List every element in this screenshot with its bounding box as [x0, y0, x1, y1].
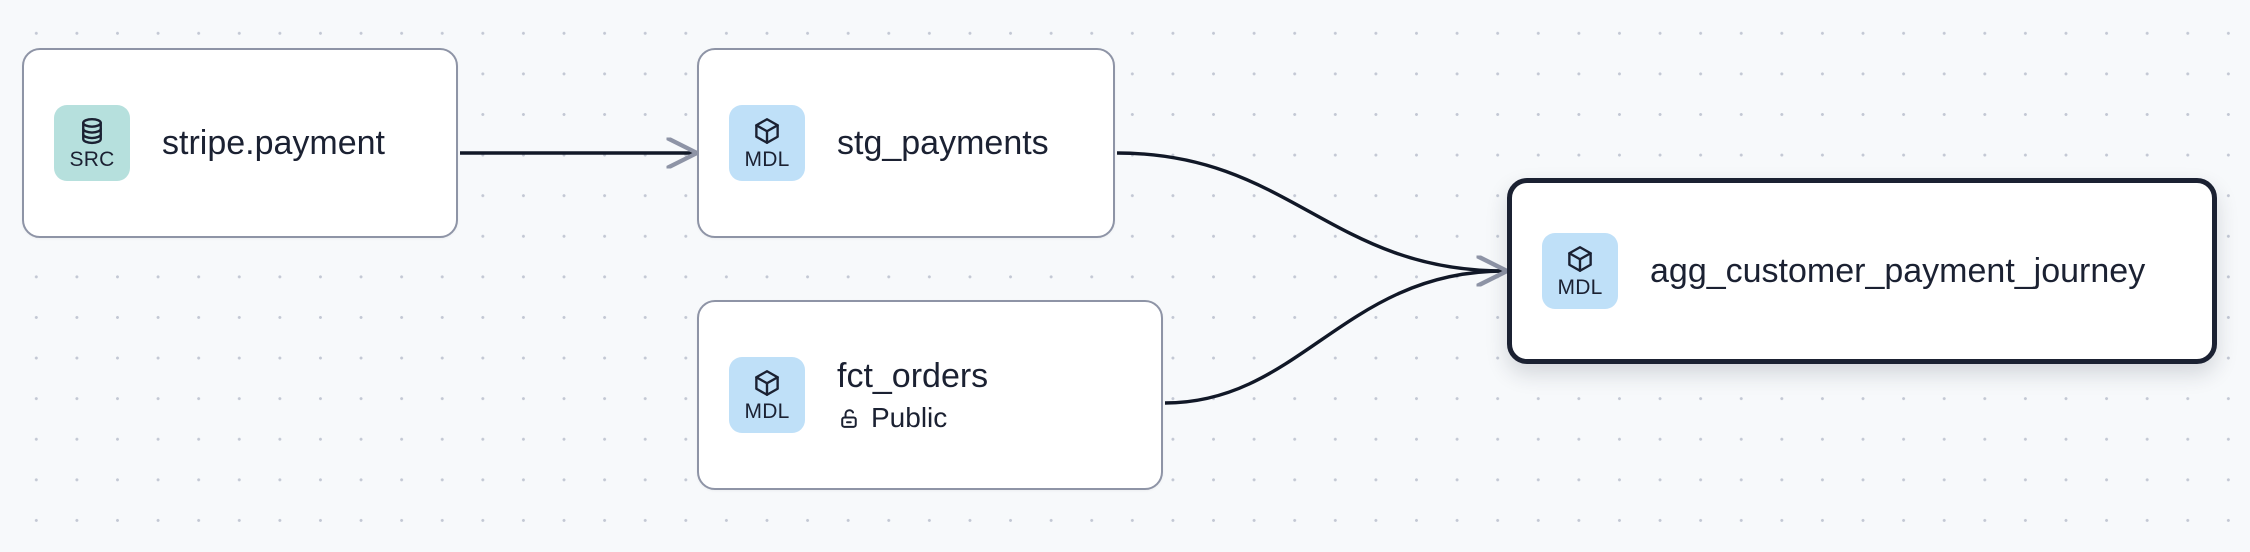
cube-icon [1568, 246, 1592, 272]
lineage-node-agg-customer-payment-journey[interactable]: MDL agg_customer_payment_journey [1507, 178, 2217, 364]
node-visibility-label: Public [871, 402, 948, 433]
node-text-block: fct_orders Public [837, 356, 988, 434]
node-text-block: stg_payments [837, 123, 1049, 163]
edge-stg-to-agg [1116, 151, 1504, 271]
lineage-node-fct-orders[interactable]: MDL fct_orders Public [697, 300, 1163, 490]
node-type-label: SRC [69, 148, 115, 171]
database-icon [82, 117, 102, 145]
cube-icon [755, 370, 779, 396]
node-type-label: MDL [1557, 276, 1603, 299]
cube-icon [755, 118, 779, 144]
node-type-label: MDL [744, 400, 790, 423]
edge-fct-to-agg [1164, 271, 1504, 405]
node-type-badge-mdl: MDL [729, 357, 805, 433]
node-type-badge-mdl: MDL [729, 105, 805, 181]
node-title: stripe.payment [162, 124, 385, 162]
node-type-label: MDL [744, 148, 790, 171]
node-title: fct_orders [837, 357, 989, 395]
node-visibility: Public [837, 402, 988, 434]
node-type-badge-mdl: MDL [1542, 233, 1618, 309]
node-type-badge-src: SRC [54, 105, 130, 181]
lineage-node-stripe-payment[interactable]: SRC stripe.payment [22, 48, 458, 238]
lineage-node-stg-payments[interactable]: MDL stg_payments [697, 48, 1115, 238]
unlock-icon [841, 408, 857, 428]
node-text-block: agg_customer_payment_journey [1650, 251, 2145, 291]
node-text-block: stripe.payment [162, 123, 385, 163]
node-title: agg_customer_payment_journey [1650, 252, 2146, 290]
node-title: stg_payments [837, 124, 1049, 162]
